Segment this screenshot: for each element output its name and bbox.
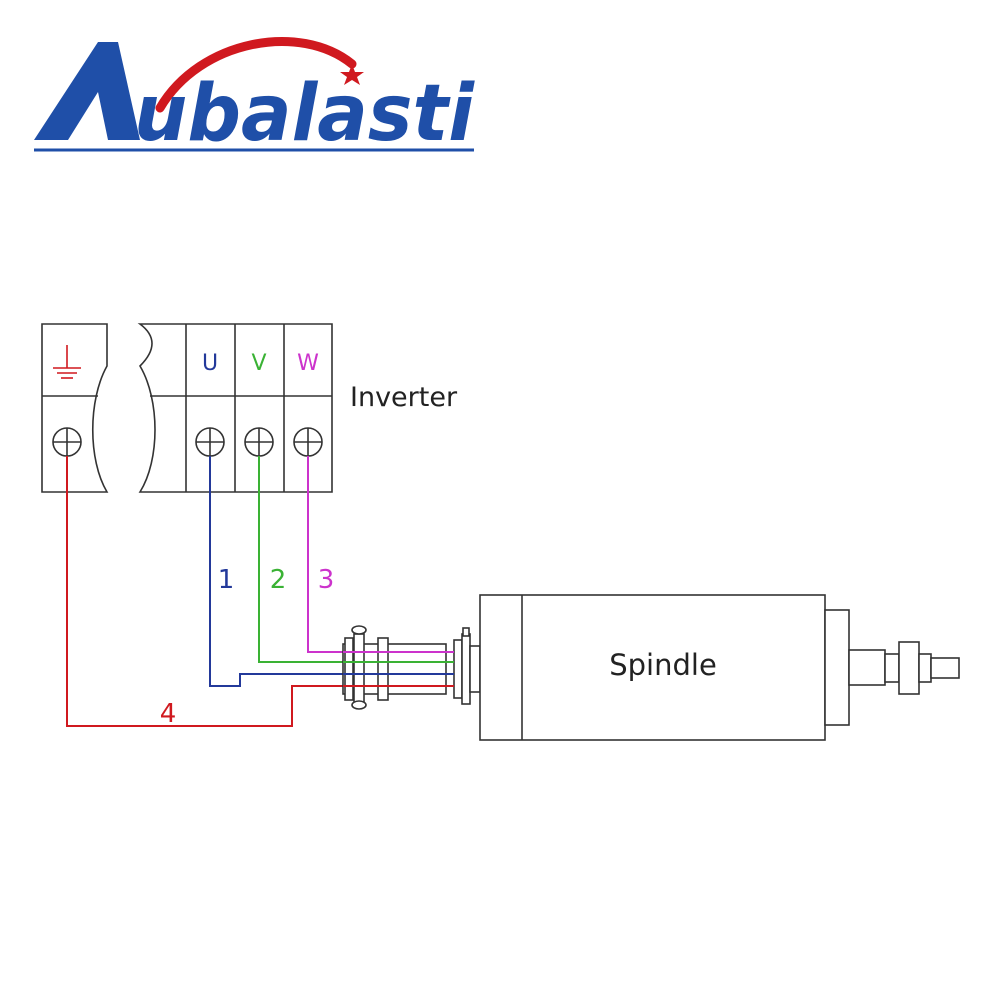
logo-letter-a-notch [76, 104, 98, 128]
screw-icon-pe [52, 427, 82, 457]
screw-icon-w [293, 427, 323, 457]
spindle-motor [479, 594, 960, 741]
logo-swoosh [155, 37, 357, 113]
wire-3-w [307, 456, 455, 653]
logo-star-icon [340, 64, 364, 85]
wires-through-connector [343, 651, 454, 687]
spindle-label: Spindle [609, 648, 717, 682]
cable-connector [342, 625, 481, 710]
wire-number-2: 2 [270, 565, 287, 595]
wire-number-1: 1 [218, 565, 235, 595]
terminal-label-u: U [202, 351, 218, 376]
terminal-label-w: W [297, 351, 319, 376]
wire-number-4: 4 [160, 699, 177, 729]
inverter-label: Inverter [350, 382, 458, 413]
ground-icon [53, 345, 81, 379]
terminal-label-v: V [251, 351, 266, 376]
logo-wordmark: ubalasti [134, 69, 475, 159]
brand-logo: ubalasti [34, 37, 475, 159]
screw-icon-v [244, 427, 274, 457]
pe-terminal-block [41, 323, 109, 493]
screw-icon-u [195, 427, 225, 457]
wire-1-u [209, 456, 455, 687]
logo-letter-a [34, 42, 140, 140]
inverter-terminal-block [41, 323, 333, 493]
uvw-terminal-block [137, 323, 333, 493]
wire-number-3: 3 [318, 565, 335, 595]
